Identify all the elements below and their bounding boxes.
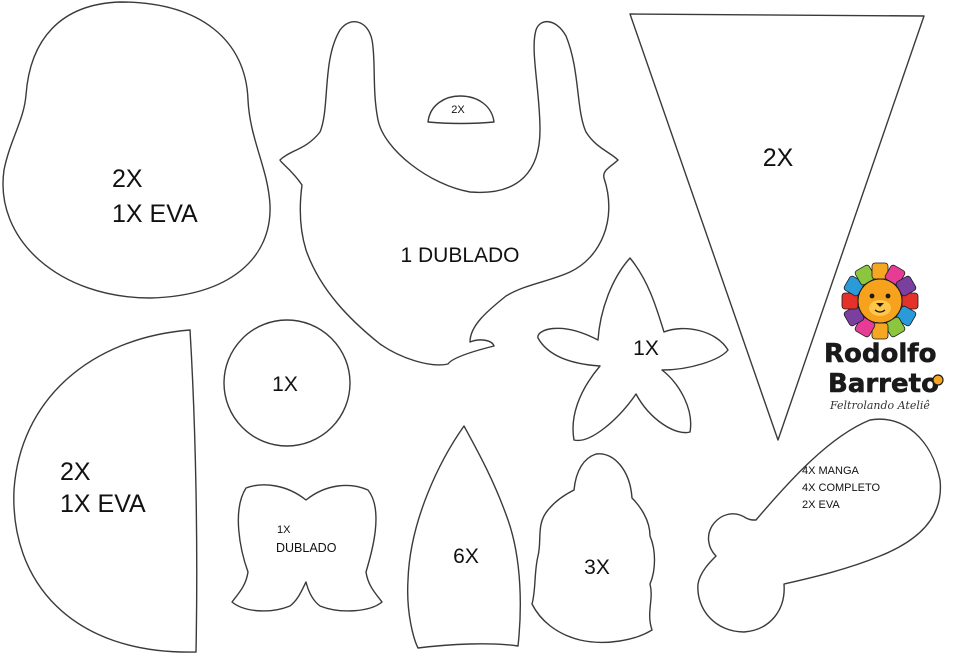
piece-head-outline — [2, 1, 271, 299]
piece-leaf-label: 6X — [453, 545, 479, 568]
piece-arm-eva: 2X EVA — [802, 499, 840, 511]
brand-name-line2: Barreto — [828, 369, 939, 399]
brand-logo: Rodolfo Barreto Feltrolando Ateliê — [824, 262, 944, 412]
piece-head-eva: 1X EVA — [112, 200, 198, 228]
brand-tagline: Feltrolando Ateliê — [829, 399, 930, 412]
piece-bell-outline — [531, 453, 656, 644]
piece-hat: 2X — [629, 13, 925, 441]
piece-body-label: 1 DUBLADO — [400, 244, 519, 267]
piece-body: 1 DUBLADO — [279, 21, 619, 366]
lion-eye — [885, 293, 891, 299]
piece-hat-outline — [629, 13, 925, 441]
piece-half-circle-qty: 2X — [60, 458, 91, 486]
piece-arm: 4X MANGA 4X COMPLETO 2X EVA — [697, 418, 942, 633]
piece-head: 2X 1X EVA — [2, 1, 271, 299]
piece-half-circle-eva: 1X EVA — [60, 490, 146, 518]
piece-leaf-outline — [406, 425, 521, 649]
piece-flower-label: 1X — [633, 337, 659, 360]
piece-hair-label: DUBLADO — [276, 541, 337, 555]
piece-hair-qty: 1X — [277, 524, 291, 536]
piece-flower-outline — [537, 257, 729, 442]
brand-name-line1: Rodolfo — [824, 339, 936, 369]
piece-arm-completo: 4X COMPLETO — [802, 482, 880, 494]
piece-hat-label: 2X — [763, 144, 794, 172]
piece-hair: 1X DUBLADO — [231, 484, 383, 612]
piece-bell-label: 3X — [584, 556, 610, 579]
piece-half-circle-outline — [13, 329, 198, 653]
piece-flower: 1X — [537, 257, 729, 442]
button-icon — [932, 374, 944, 386]
piece-nose-outline — [427, 95, 495, 125]
lion-eye — [869, 293, 875, 299]
piece-leaf: 6X — [406, 425, 521, 649]
piece-circle: 1X — [223, 319, 351, 447]
piece-bell: 3X — [531, 453, 656, 644]
lion-logo-icon — [841, 262, 919, 340]
lion-nose — [876, 303, 884, 307]
piece-circle-outline — [223, 319, 351, 447]
piece-circle-label: 1X — [272, 373, 298, 396]
piece-head-qty: 2X — [112, 165, 143, 193]
piece-body-outline — [279, 21, 619, 366]
lion-muzzle — [869, 300, 891, 316]
piece-half-circle: 2X 1X EVA — [13, 329, 198, 653]
piece-arm-outline — [697, 418, 942, 633]
piece-nose-label: 2X — [451, 104, 465, 116]
lion-mouth — [874, 309, 886, 313]
piece-arm-manga: 4X MANGA — [802, 465, 860, 477]
piece-nose: 2X — [427, 95, 495, 125]
piece-hair-outline — [231, 484, 383, 612]
